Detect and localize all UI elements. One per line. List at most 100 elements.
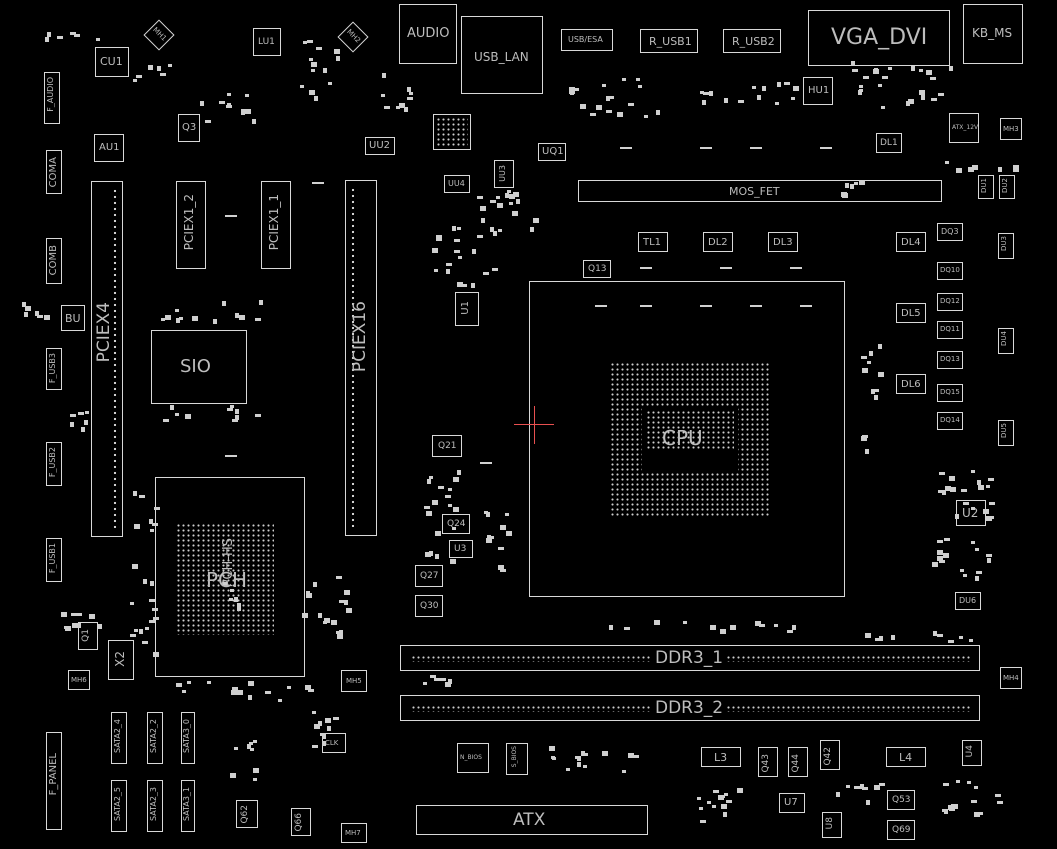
com-a-header[interactable]: COMA	[46, 150, 62, 194]
u3-chip[interactable]: U3	[449, 540, 473, 558]
cpu-socket[interactable]: CPU	[529, 281, 845, 597]
du3-part[interactable]: DU3	[998, 233, 1014, 259]
f-usb1-header[interactable]: F_USB1	[46, 538, 62, 582]
mh3-mount[interactable]: MH3	[1000, 118, 1022, 140]
q3-transistor[interactable]: Q3	[178, 114, 200, 142]
sata3-1-connector[interactable]: SATA3_1	[181, 780, 195, 832]
ddr3-2-slot[interactable]: DDR3_2	[400, 695, 980, 721]
du1-part[interactable]: DU1	[978, 175, 994, 199]
usb-lan-connector[interactable]: USB_LAN	[461, 16, 543, 94]
q69-transistor[interactable]: Q69	[887, 820, 915, 840]
f-usb3-header[interactable]: F_USB3	[46, 348, 62, 390]
smd-pad	[791, 97, 795, 100]
q44-transistor[interactable]: Q44	[788, 747, 808, 777]
du4-part[interactable]: DU4	[998, 328, 1014, 354]
smd-pad	[74, 34, 80, 37]
uu4-chip[interactable]: UU4	[444, 175, 470, 193]
f-usb2-header[interactable]: F_USB2	[46, 442, 62, 486]
audio-connector[interactable]: AUDIO	[399, 4, 457, 64]
u7-chip[interactable]: U7	[779, 793, 805, 813]
pciex16-slot[interactable]: PCIEX16	[345, 180, 377, 536]
cu1-chip[interactable]: CU1	[95, 47, 129, 77]
sata2-3-connector[interactable]: SATA2_3	[147, 780, 163, 832]
smd-pad	[865, 633, 871, 638]
bios-socket[interactable]	[433, 114, 471, 150]
sata2-2-connector[interactable]: SATA2_2	[147, 712, 163, 764]
dq14-part[interactable]: DQ14	[937, 412, 963, 430]
dq3-part[interactable]: DQ3	[937, 223, 963, 241]
au1-chip[interactable]: AU1	[94, 134, 124, 162]
n-bios-chip[interactable]: N_BIOS	[457, 743, 489, 773]
q53-transistor[interactable]: Q53	[887, 790, 915, 810]
pciex4-slot[interactable]: PCIEX4	[91, 181, 123, 537]
dq12-part[interactable]: DQ12	[937, 293, 963, 311]
ddr3-1-slot[interactable]: DDR3_1	[400, 645, 980, 671]
tl1-inductor[interactable]: TL1	[638, 232, 668, 252]
l4-inductor[interactable]: L4	[886, 747, 926, 767]
sio-chip[interactable]: SIO	[151, 330, 247, 404]
pch-outline[interactable]: PCH PCH-HS	[155, 477, 305, 677]
dq10-part[interactable]: DQ10	[937, 262, 963, 280]
dl4-inductor[interactable]: DL4	[896, 232, 926, 252]
du2-part[interactable]: DU2	[999, 175, 1015, 199]
sata3-0-connector[interactable]: SATA3_0	[181, 712, 195, 764]
r-usb2-connector[interactable]: R_USB2	[723, 29, 781, 53]
atx-connector[interactable]: ATX	[416, 805, 648, 835]
pciex1-1-slot[interactable]: PCIEX1_1	[261, 181, 291, 269]
q62-transistor[interactable]: Q62	[236, 800, 258, 828]
mh4-mount[interactable]: MH4	[1000, 667, 1022, 689]
uu3-chip[interactable]: UU3	[494, 160, 514, 188]
atx-12v-connector[interactable]: ATX_12V	[949, 113, 979, 143]
dq11-part[interactable]: DQ11	[937, 321, 963, 339]
vga-dvi-connector[interactable]: VGA_DVI	[808, 10, 950, 66]
mh2-mount[interactable]: MH2	[337, 21, 369, 53]
f-audio-header[interactable]: F_AUDIO	[44, 72, 60, 124]
hu1-chip[interactable]: HU1	[803, 77, 833, 105]
f-panel-header[interactable]: F_PANEL	[46, 732, 62, 830]
dl6-inductor[interactable]: DL6	[896, 374, 926, 394]
s-bios-chip[interactable]: S_BIOS	[506, 743, 528, 775]
dq13-part[interactable]: DQ13	[937, 351, 963, 369]
u2-chip[interactable]: U2	[956, 500, 986, 526]
u8-chip[interactable]: U8	[822, 812, 842, 838]
sata2-4-connector[interactable]: SATA2_4	[111, 712, 127, 764]
q1-transistor[interactable]: Q1	[78, 622, 98, 650]
q30-transistor[interactable]: Q30	[415, 595, 443, 617]
dl1-inductor[interactable]: DL1	[876, 133, 902, 153]
pciex1-2-label: PCIEX1_2	[182, 194, 196, 251]
mh6-mount[interactable]: MH6	[68, 670, 90, 690]
q43-transistor[interactable]: Q43	[758, 747, 778, 777]
uu2-chip[interactable]: UU2	[365, 137, 395, 155]
pciex1-2-slot[interactable]: PCIEX1_2	[176, 181, 206, 269]
usb-eye-connector[interactable]: USB/ESA	[561, 29, 613, 51]
q27-transistor[interactable]: Q27	[415, 565, 443, 587]
q21-transistor[interactable]: Q21	[432, 435, 462, 457]
smd-pad	[429, 476, 433, 479]
u4-chip[interactable]: U4	[962, 740, 982, 766]
kb-ms-connector[interactable]: KB_MS	[963, 4, 1023, 64]
mosfet-row[interactable]: MOS_FET	[578, 180, 942, 202]
q66-transistor[interactable]: Q66	[291, 808, 311, 836]
mh7-mount[interactable]: MH7	[341, 823, 367, 843]
lu1-chip[interactable]: LU1	[253, 28, 281, 56]
r-usb1-connector[interactable]: R_USB1	[640, 29, 698, 53]
dl3-inductor[interactable]: DL3	[768, 232, 798, 252]
dl2-inductor[interactable]: DL2	[703, 232, 733, 252]
q13-transistor[interactable]: Q13	[583, 260, 611, 278]
dq15-part[interactable]: DQ15	[937, 384, 963, 402]
mh5-mount[interactable]: MH5	[341, 670, 367, 692]
l3-inductor[interactable]: L3	[701, 747, 741, 767]
du5-part[interactable]: DU5	[998, 420, 1014, 446]
x2-crystal[interactable]: X2	[108, 640, 134, 680]
mh1-mount[interactable]: MH1	[143, 19, 175, 51]
com-b-header[interactable]: COMB	[46, 238, 62, 284]
bu-chip[interactable]: BU	[61, 305, 85, 331]
u1-chip[interactable]: U1	[455, 292, 479, 326]
q24-transistor[interactable]: Q24	[442, 514, 470, 534]
sata2-5-connector[interactable]: SATA2_5	[111, 780, 127, 832]
dl5-inductor[interactable]: DL5	[896, 303, 926, 323]
du6-part[interactable]: DU6	[955, 592, 981, 610]
q42-transistor[interactable]: Q42	[820, 740, 840, 770]
uq1-chip[interactable]: UQ1	[538, 143, 566, 161]
